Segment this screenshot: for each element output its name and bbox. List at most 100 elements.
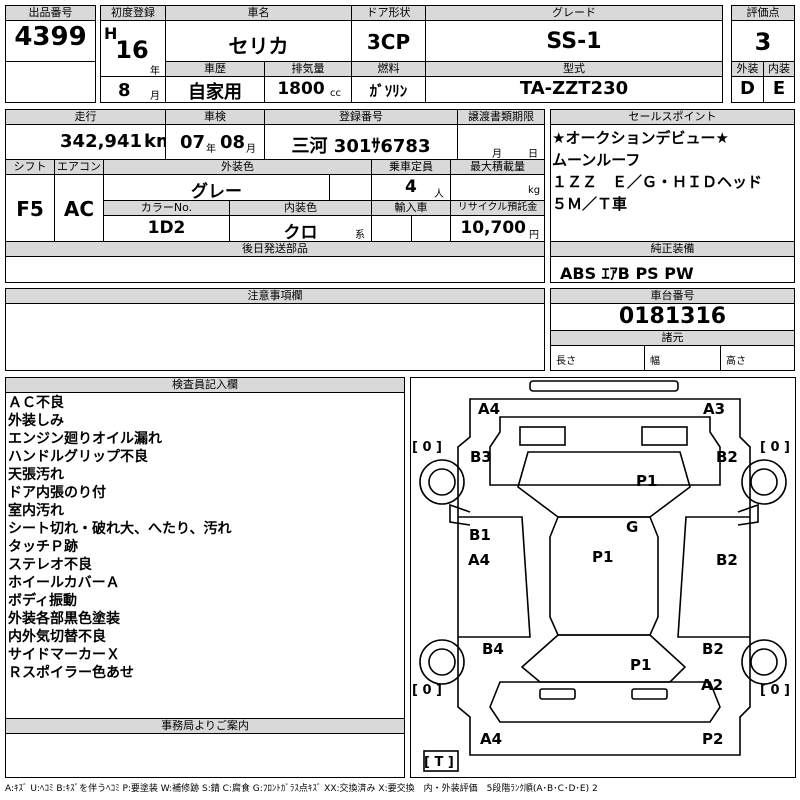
insp-month: 08 [220,132,246,153]
sales-point-line: ５Ｍ／Ｔ車 [552,195,628,213]
rear-bumper-shape [539,688,576,700]
shift-header: シフト [5,159,55,175]
interior-color-header: 内装色 [229,200,372,216]
spec-header: 諸元 [550,330,795,346]
height-label: 高さ [726,356,746,367]
insp-year-unit: 年 [206,144,216,155]
inspector-note: ボディ振動 [8,593,78,609]
reg-no: 三河 301ｻ6783 [291,136,431,157]
import-cell-2 [411,215,451,242]
mileage-header: 走行 [5,109,166,125]
score: 3 [754,28,772,56]
chassis-cell [550,303,795,331]
sales-point-line: １ＺＺ Ｅ／Ｇ・ＨＩＤヘッド [552,173,763,191]
lot-no: 4399 [14,22,87,52]
diag-b3: B3 [470,448,492,466]
aircon: AC [63,197,95,221]
recycle-unit: 円 [529,230,539,241]
wheel-fr-shape [741,459,787,505]
color: グレー [191,182,242,202]
legend-text: A:ｷｽﾞ U:ﾍｺﾐ B:ｷｽﾞを伴うﾍｺﾐ P:要塗装 W:補修跡 S:錆 … [5,784,598,794]
inspector-note: 外装各部黒色塗装 [8,611,120,627]
inspection-header: 車検 [165,109,265,125]
import-cell [371,215,412,242]
inspector-note: 外装しみ [8,413,64,429]
aircon-header: エアコン [54,159,104,175]
color-no: 1D2 [147,218,186,238]
inspector-note: Ｒスポイラー色あせ [8,665,134,681]
genuine-cell [550,256,795,283]
spare-tire-shape [423,750,459,772]
hood-shape [489,416,721,486]
inspector-note: シート切れ・破れ大、へたり、汚れ [8,521,232,537]
later-parts-cell [5,256,545,283]
car-name: セリカ [228,34,289,58]
car-diagram [419,380,787,772]
mileage: 342,941 [60,131,142,152]
sales-points-header: セールスポイント [550,109,795,125]
model-cell [425,76,723,103]
interior-color: クロ [283,223,318,243]
import-header: 輸入車 [371,200,451,216]
length-cell [550,345,645,371]
diag-tire-rr: [ 0 ] [760,683,790,698]
rear-window-shape [520,634,687,683]
interior-color-cell [229,215,372,242]
first-reg-month: 8 [118,80,131,101]
interior-cell [763,76,795,103]
inspector-note: サイドマーカーＸ [8,647,120,663]
car-diagram-frame [410,377,796,778]
diag-b2-top: B2 [716,448,738,466]
door-type: 3CP [366,30,411,54]
model: TA-ZZT230 [519,78,629,99]
height-cell [720,345,795,371]
chassis-no: 0181316 [618,304,727,329]
later-parts-header: 後日発送部品 [5,241,545,257]
displacement: 1800 [277,79,325,99]
first-reg-header: 初度登録 [100,5,166,21]
left-mirror-shape [449,503,471,526]
inspector-note: 内外気切替不良 [8,629,106,645]
length-label: 長さ [556,356,576,367]
diag-p1-roof: P1 [592,548,614,566]
load-cell [450,174,545,201]
wheel-rr-shape [741,639,787,685]
displacement-cell [264,76,352,103]
diag-p1-hood: P1 [636,472,658,490]
year-unit: 年 [150,66,160,77]
reg-no-cell [264,124,458,160]
reg-no-header: 登録番号 [264,109,458,125]
color-cell [103,174,330,201]
load-unit: kg [528,185,541,196]
exterior-cell [731,76,764,103]
diag-b4: B4 [482,640,504,658]
inspection-cell [165,124,265,160]
capacity-unit: 人 [434,189,444,200]
interior-score: E [772,78,786,99]
diag-a4-bottom: A4 [480,730,503,748]
insp-month-unit: 月 [246,144,256,155]
diag-tire-fr: [ 0 ] [760,440,790,455]
transfer-day-unit: 日 [528,149,538,160]
width-cell [644,345,721,371]
inspector-note: ステレオ不良 [8,557,92,573]
exterior-score: D [740,78,755,99]
grille-right-shape [641,426,688,446]
insp-year: 07 [180,132,206,153]
capacity: 4 [405,177,417,197]
front-bumper-shape [529,380,679,392]
sales-point-line: ★オークションデビュー★ [552,129,729,147]
displacement-unit: cc [330,88,341,99]
cautions-cell [5,303,545,371]
history-cell [165,76,265,103]
diag-a2: A2 [701,676,724,694]
inspector-note: 室内汚れ [8,503,64,519]
recycle-cell [450,215,545,242]
chassis-header: 車台番号 [550,288,795,304]
recycle: 10,700 [460,218,526,238]
door-header: ドア形状 [351,5,426,21]
diag-p2: P2 [702,730,724,748]
lot-no-cell [5,20,96,62]
grade: SS-1 [546,29,602,54]
